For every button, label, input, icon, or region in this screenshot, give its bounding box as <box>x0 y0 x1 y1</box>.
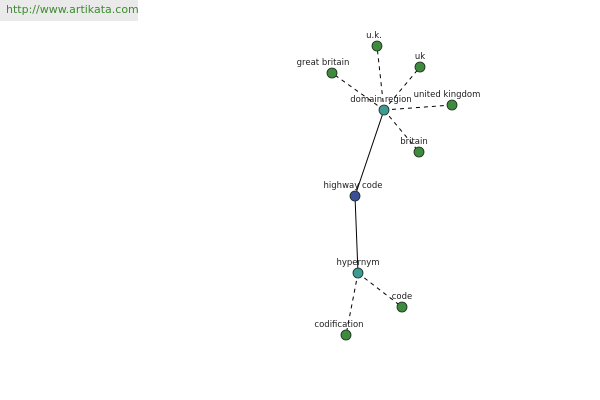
node-label-hypernym[interactable]: hypernym <box>336 258 379 268</box>
node-label-highway-code[interactable]: highway code <box>324 181 383 191</box>
site-banner: http://www.artikata.com <box>0 0 139 21</box>
edge-domain-region-to-britain <box>383 109 420 153</box>
site-url-link[interactable]: http://www.artikata.com <box>6 3 139 16</box>
node-code[interactable] <box>396 301 408 313</box>
node-label-codification[interactable]: codification <box>314 320 363 330</box>
node-united-kingdom[interactable] <box>446 99 458 111</box>
edge-hypernym-to-codification <box>345 272 359 336</box>
node-label-britain[interactable]: britain <box>400 137 428 147</box>
node-great-britain[interactable] <box>326 67 338 79</box>
node-label-united-kingdom[interactable]: united kingdom <box>414 90 481 100</box>
node-label-uk-dots[interactable]: u.k. <box>366 31 382 41</box>
edge-highway-code-to-domain-region <box>354 109 385 197</box>
node-uk[interactable] <box>414 61 426 73</box>
node-domain-region[interactable] <box>378 104 390 116</box>
node-codification[interactable] <box>340 329 352 341</box>
edge-domain-region-to-great-britain <box>331 72 385 111</box>
edge-hypernym-to-code <box>357 272 403 308</box>
node-uk-dots[interactable] <box>371 40 383 52</box>
node-label-uk[interactable]: uk <box>415 52 425 62</box>
edge-domain-region-to-uk <box>383 66 421 111</box>
nodes-layer <box>326 40 458 341</box>
edge-domain-region-to-uk-dots <box>376 45 385 111</box>
node-label-great-britain[interactable]: great britain <box>297 58 350 68</box>
labels-layer: highway code domain region hypernym u.k. uk g… <box>297 31 481 330</box>
edge-highway-code-to-hypernym <box>354 195 359 274</box>
edges-layer <box>331 45 453 336</box>
node-label-code[interactable]: code <box>392 292 413 302</box>
edge-domain-region-to-united-kingdom <box>383 104 453 111</box>
node-label-domain-region[interactable]: domain region <box>350 95 411 105</box>
node-highway-code[interactable] <box>349 190 361 202</box>
node-britain[interactable] <box>413 146 425 158</box>
node-hypernym[interactable] <box>352 267 364 279</box>
